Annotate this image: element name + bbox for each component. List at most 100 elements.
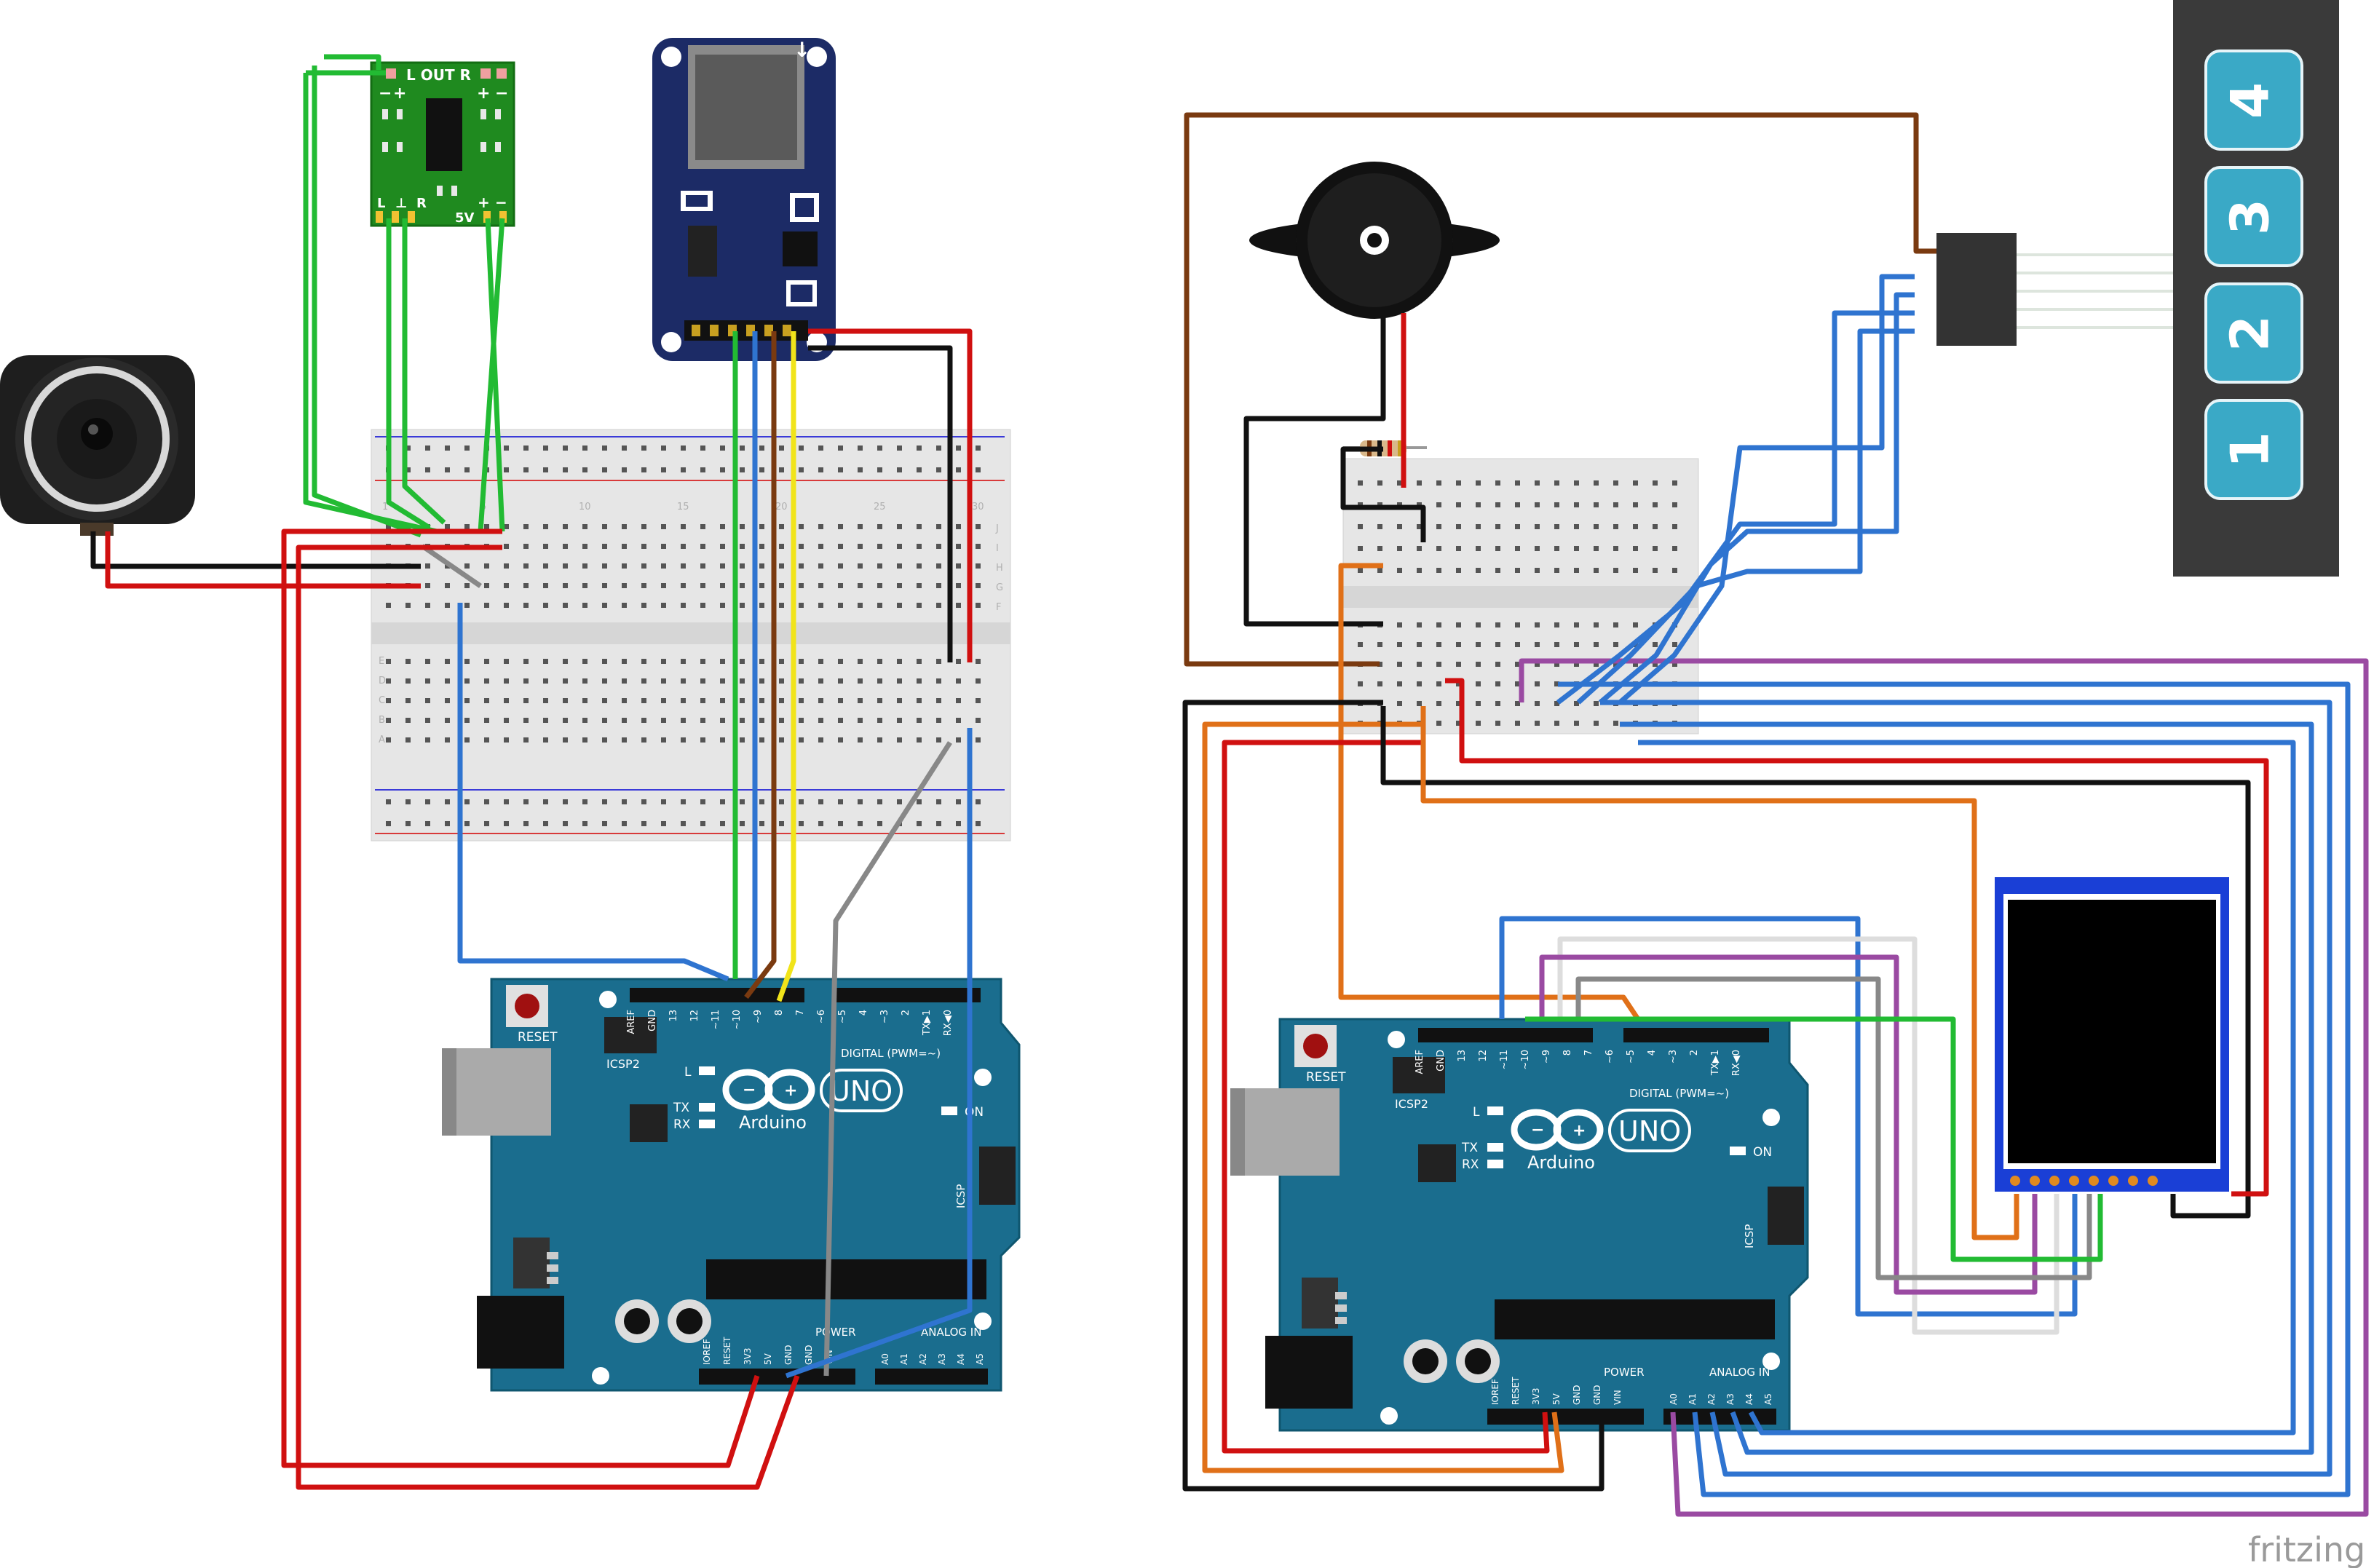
power-pin-label: GND (783, 1345, 794, 1365)
breadboard-hole (582, 544, 587, 549)
breadboard-hole (464, 678, 470, 684)
breadboard-hole (720, 446, 725, 451)
power-pin-label: 3V3 (1531, 1388, 1541, 1405)
wire-blue (785, 728, 973, 1379)
breadboard-hole (1594, 480, 1599, 486)
breadboard-hole (1574, 502, 1579, 507)
breadboard-hole (720, 678, 725, 684)
digital-label: DIGITAL (PWM=~) (841, 1047, 941, 1060)
digital-pin-label: 4 (858, 1010, 869, 1015)
breadboard-hole (1633, 480, 1638, 486)
amp-minus-5v: − (495, 194, 507, 211)
breadboard-hole (1436, 721, 1441, 726)
arduino-uno-right: RESET ICSP2 L TX RX − + UNO Arduino ON I… (1230, 1018, 1809, 1432)
breadboard-hole (484, 563, 489, 569)
breadboard-hole (543, 446, 548, 451)
breadboard-hole (622, 799, 627, 804)
breadboard-hole (386, 603, 391, 608)
breadboard-hole (504, 544, 509, 549)
breadboard-hole (1417, 701, 1422, 706)
breadboard-hole (1456, 662, 1461, 667)
breadboard-hole (1554, 480, 1559, 486)
breadboard-hole (759, 563, 764, 569)
analog-pin-label: A2 (1706, 1393, 1717, 1405)
breadboard-hole (504, 737, 509, 743)
breadboard-hole (897, 467, 902, 472)
breadboard-hole (877, 821, 882, 826)
breadboard-hole (1377, 642, 1382, 647)
wire-purple (1519, 658, 2369, 1517)
breadboard-hole (445, 698, 450, 703)
breadboard-hole (799, 563, 804, 569)
breadboard-hole (877, 737, 882, 743)
keypad-key[interactable] (2204, 166, 2303, 267)
keypad-key[interactable] (2204, 399, 2303, 500)
breadboard-hole (622, 737, 627, 743)
breadboard-hole (1495, 524, 1500, 529)
breadboard-hole (484, 583, 489, 588)
breadboard-hole (1633, 568, 1638, 573)
breadboard-hole (897, 524, 902, 529)
breadboard-hole (1495, 546, 1500, 551)
breadboard-hole (681, 799, 686, 804)
breadboard-hole (956, 563, 961, 569)
breadboard-hole (641, 467, 646, 472)
breadboard-hole (838, 678, 843, 684)
col-number: 25 (874, 502, 886, 512)
breadboard-hole (445, 446, 450, 451)
digital-pin-label: 7 (795, 1010, 806, 1015)
keypad-key[interactable] (2204, 50, 2303, 151)
svg-text:+: + (784, 1082, 797, 1100)
digital-pin-label: AREF (626, 1010, 637, 1034)
breadboard-holes (386, 446, 981, 826)
breadboard-hole (504, 583, 509, 588)
breadboard-hole (858, 467, 863, 472)
breadboard-hole (582, 563, 587, 569)
breadboard-hole (897, 678, 902, 684)
wire-green (324, 54, 381, 70)
breadboard-hole (1495, 701, 1500, 706)
breadboard-hole (425, 718, 430, 723)
breadboard-hole (700, 698, 705, 703)
breadboard-hole (897, 544, 902, 549)
breadboard-hole (602, 446, 607, 451)
breadboard-hole (917, 737, 922, 743)
breadboard-hole (681, 524, 686, 529)
breadboard-hole (622, 446, 627, 451)
breadboard-hole (858, 821, 863, 826)
breadboard-hole (877, 718, 882, 723)
breadboard-hole (976, 467, 981, 472)
breadboard-hole (858, 524, 863, 529)
breadboard-hole (858, 603, 863, 608)
breadboard-hole (681, 698, 686, 703)
breadboard-hole (504, 603, 509, 608)
breadboard-hole (484, 603, 489, 608)
breadboard-hole (1574, 568, 1579, 573)
breadboard-hole (523, 821, 529, 826)
breadboard-hole (504, 563, 509, 569)
keypad-key[interactable] (2204, 282, 2303, 384)
breadboard-hole (543, 603, 548, 608)
breadboard-hole (759, 799, 764, 804)
breadboard-hole (897, 799, 902, 804)
breadboard-hole (1672, 480, 1677, 486)
breadboard-hole (759, 603, 764, 608)
digital-pin-label: ~6 (1605, 1050, 1615, 1064)
breadboard-hole (759, 583, 764, 588)
breadboard-row-letters: J I H G F E D C B A 1 5 10 15 20 25 30 (379, 502, 1003, 745)
breadboard-hole (602, 737, 607, 743)
breadboard-hole (1377, 681, 1382, 686)
digital-pin-label: ~6 (816, 1010, 827, 1023)
breadboard-hole (1397, 681, 1402, 686)
arduino-logo: − + UNO Arduino (722, 1069, 903, 1133)
left-wires (90, 54, 973, 1490)
wire-orange (1420, 706, 2019, 1240)
breadboard-hole (917, 603, 922, 608)
breadboard-hole (425, 563, 430, 569)
breadboard-hole (1633, 502, 1638, 507)
breadboard-hole (1358, 568, 1363, 573)
breadboard-hole (917, 678, 922, 684)
breadboard-hole (445, 524, 450, 529)
